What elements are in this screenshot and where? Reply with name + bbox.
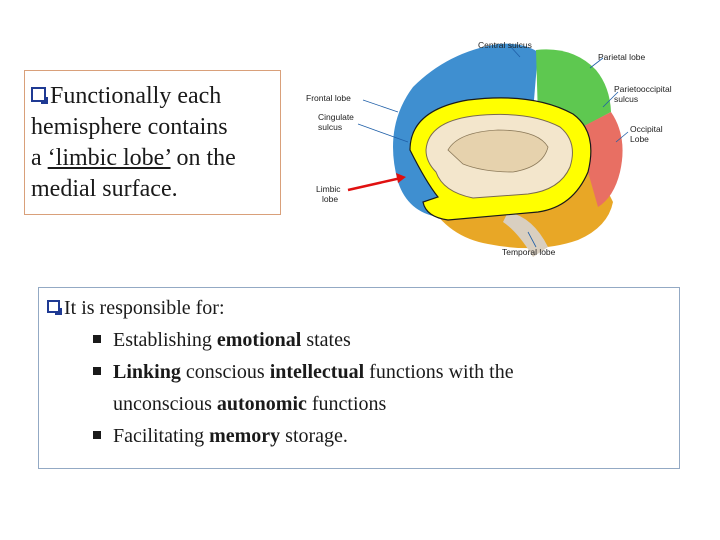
item-2-text-b: functions with the bbox=[364, 361, 514, 383]
brain-medial-view-figure: Central sulcus Parietal lobe Parietoocci… bbox=[298, 32, 698, 272]
square-bullet-icon bbox=[93, 431, 101, 439]
function-item-3: Facilitating memory storage. bbox=[47, 420, 679, 452]
intro-text-3a: a bbox=[31, 145, 48, 171]
function-item-2: Linking conscious intellectual functions… bbox=[47, 356, 679, 420]
label-frontal-lobe: Frontal lobe bbox=[306, 93, 351, 103]
item-2-bold-autonomic: autonomic bbox=[216, 393, 307, 415]
label-parietooccipital-1: Parietooccipital bbox=[614, 84, 672, 94]
label-occipital-2: Lobe bbox=[630, 134, 649, 144]
label-limbic-2: lobe bbox=[322, 194, 339, 204]
label-limbic-1: Limbic bbox=[316, 184, 341, 194]
item-2-text-a: conscious bbox=[180, 361, 270, 383]
functions-textbox: It is responsible for: Establishing emot… bbox=[38, 287, 680, 469]
limbic-arrow-head-icon bbox=[396, 173, 406, 183]
intro-textbox: Functionally each hemisphere contains a … bbox=[24, 70, 281, 215]
label-pointer-lines bbox=[357, 45, 629, 248]
functions-heading-text: It is responsible for: bbox=[64, 297, 225, 319]
square-bullet-icon bbox=[93, 367, 101, 375]
intro-line-3: a ‘limbic lobe’ on the bbox=[31, 143, 280, 174]
item-3-bold-memory: memory bbox=[209, 425, 281, 447]
function-item-1: Establishing emotional states bbox=[47, 324, 679, 356]
checkbox-bullet-icon bbox=[47, 300, 62, 315]
item-1-text-a: Establishing bbox=[113, 329, 217, 351]
intro-line-4: medial surface. bbox=[31, 176, 178, 202]
label-parietooccipital-2: sulcus bbox=[614, 94, 639, 104]
limbic-arrow bbox=[347, 176, 402, 192]
item-2-line-2: unconscious autonomic functions bbox=[113, 388, 679, 420]
item-2-text-d: functions bbox=[306, 393, 387, 415]
label-parietal-lobe: Parietal lobe bbox=[598, 52, 646, 62]
label-cingulate-2: sulcus bbox=[318, 122, 343, 132]
brain-illustration bbox=[347, 43, 629, 257]
intro-text-3b: on the bbox=[170, 145, 236, 171]
item-1-text-b: states bbox=[301, 329, 351, 351]
label-central-sulcus: Central sulcus bbox=[478, 40, 532, 50]
square-bullet-icon bbox=[93, 335, 101, 343]
label-occipital-1: Occipital bbox=[630, 124, 663, 134]
intro-text-1: Functionally each bbox=[50, 83, 222, 109]
item-2-line-1: Linking conscious intellectual functions… bbox=[113, 356, 679, 388]
intro-line-2: hemisphere contains bbox=[31, 114, 228, 140]
item-1-bold-emotional: emotional bbox=[216, 329, 302, 351]
item-2-bold-intellectual: intellectual bbox=[269, 361, 365, 383]
functions-heading: It is responsible for: bbox=[47, 292, 679, 324]
item-2-bold-linking: Linking bbox=[113, 361, 181, 383]
item-2-text-c: unconscious bbox=[113, 393, 217, 415]
label-temporal-lobe: Temporal lobe bbox=[502, 247, 556, 257]
item-3-text-b: storage. bbox=[280, 425, 348, 447]
item-3-text-a: Facilitating bbox=[113, 425, 210, 447]
limbic-lobe-term: ‘limbic lobe’ bbox=[47, 145, 171, 171]
intro-line-1: Functionally each bbox=[31, 81, 280, 112]
brainstem-region bbox=[503, 212, 548, 257]
label-cingulate-1: Cingulate bbox=[318, 112, 354, 122]
occipital-lobe-region bbox=[582, 112, 623, 207]
checkbox-bullet-icon bbox=[31, 87, 48, 104]
